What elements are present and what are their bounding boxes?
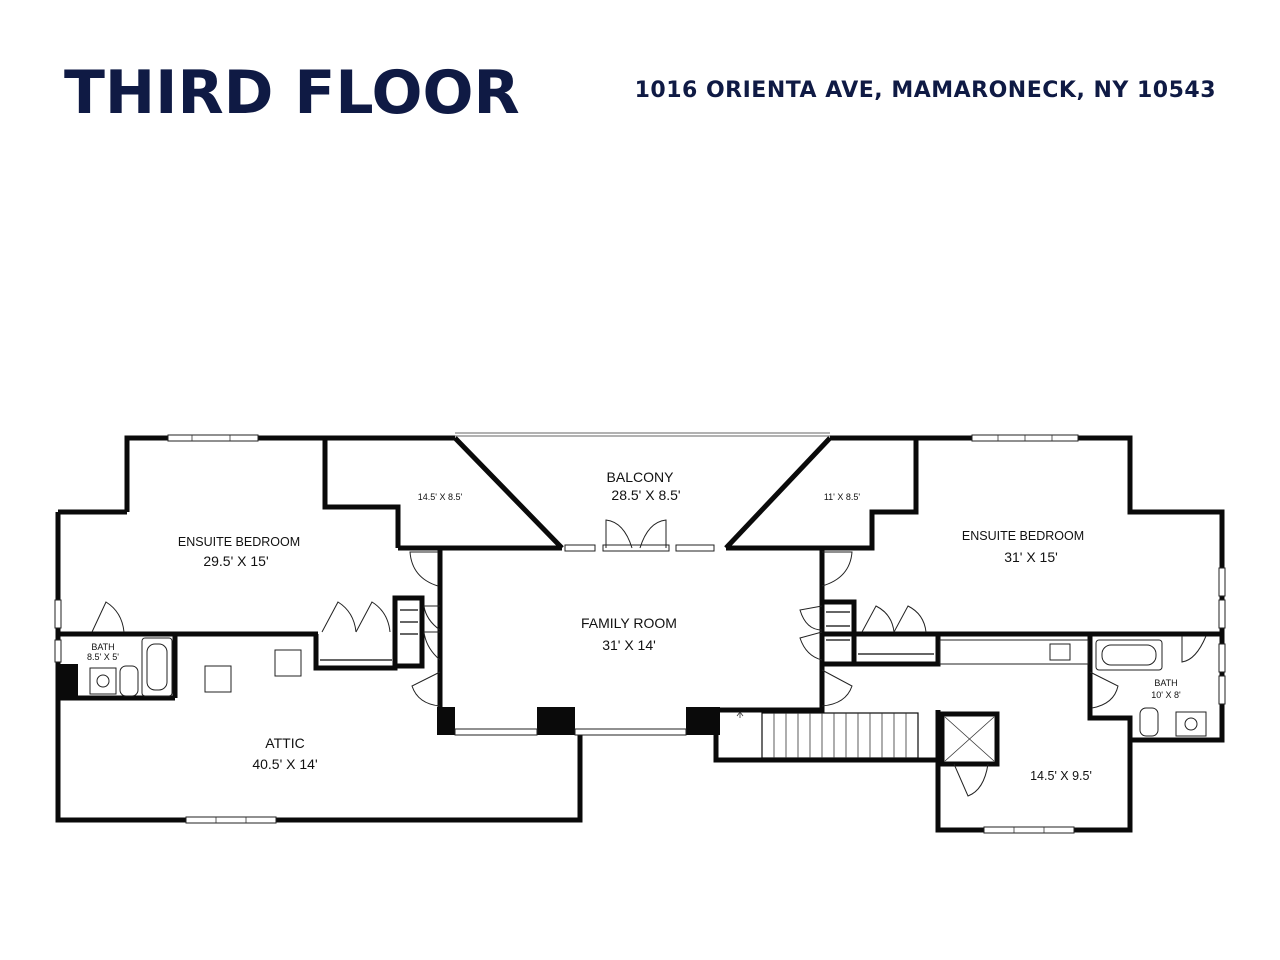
ensuite-left-dims: 29.5' X 15' <box>203 553 268 569</box>
property-address: 1016 ORIENTA AVE, MAMARONECK, NY 10543 <box>634 78 1216 103</box>
ensuite-right-dims: 31' X 15' <box>1004 549 1058 565</box>
ensuite-right-name: ENSUITE BEDROOM <box>962 529 1084 543</box>
closet-right-dims: 11' X 8.5' <box>824 492 861 502</box>
room-right-dims: 14.5' X 9.5' <box>1030 769 1092 783</box>
family-room-dims: 31' X 14' <box>602 637 656 653</box>
room-labels: ENSUITE BEDROOM 29.5' X 15' 14.5' X 8.5'… <box>87 469 1181 783</box>
windows <box>54 434 1226 834</box>
closet-left-dims: 14.5' X 8.5' <box>418 492 463 502</box>
bath-left-name: BATH <box>91 642 114 652</box>
fixtures <box>89 609 1207 762</box>
family-room-name: FAMILY ROOM <box>581 615 677 631</box>
balcony-name: BALCONY <box>607 469 675 485</box>
balcony-area <box>455 432 830 437</box>
bath-right-dims: 10' X 8' <box>1151 690 1181 700</box>
balcony-dims: 28.5' X 8.5' <box>611 487 680 503</box>
chimney-blocks <box>56 664 720 735</box>
ensuite-left-name: ENSUITE BEDROOM <box>178 535 300 549</box>
attic-name: ATTIC <box>265 735 304 751</box>
page-title: THIRD FLOOR <box>64 58 520 128</box>
bath-right-name: BATH <box>1154 678 1177 688</box>
bath-left-dims: 8.5' X 5' <box>87 652 119 662</box>
doors <box>91 519 1207 797</box>
attic-dims: 40.5' X 14' <box>252 756 317 772</box>
